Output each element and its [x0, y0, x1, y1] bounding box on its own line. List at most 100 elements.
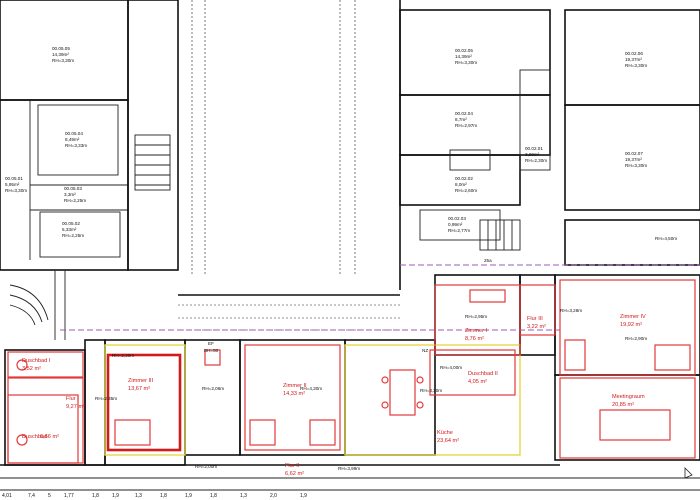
- room-name: Zimmer II: [283, 383, 307, 389]
- label-0204-area: 8,7m²: [455, 117, 467, 122]
- existing-room-labels: 00.05.05 14,39m² RH=3,30m 00.05.04 8,49m…: [5, 46, 647, 238]
- room-name: Zimmer III: [128, 378, 154, 384]
- scale-tick: 1,9: [185, 493, 192, 499]
- rh-label: RH=4,00m: [440, 365, 462, 370]
- room-area: 6,66 m²: [40, 434, 59, 440]
- label-0207-area: 19,37m²: [625, 157, 642, 162]
- label-0205-no: 00.02.05: [455, 48, 473, 53]
- room-area: 20,85 m²: [612, 402, 634, 408]
- label-0503-rh: RH=2,25m: [64, 198, 86, 203]
- label-0202-no: 00.02.02: [455, 176, 473, 181]
- courtyard-dimensions: [178, 0, 401, 331]
- label-0205-area: 14,39m²: [455, 54, 472, 59]
- nz-label: NZ: [422, 348, 428, 353]
- scale-tick: 1,3: [240, 493, 247, 499]
- walls-top-left: [0, 0, 179, 340]
- staircase-right: [479, 219, 521, 251]
- room-area: 3,52 m²: [22, 366, 41, 372]
- label-0201-rh: RH=2,30m: [525, 158, 547, 163]
- label-0206-area: 19,37m²: [625, 57, 642, 62]
- label-0501-no: 00.05.01: [5, 176, 23, 181]
- spiral-stair: [9, 270, 66, 340]
- rh-label: RH=2,90m: [625, 336, 647, 341]
- room-area: 6,62 m²: [285, 471, 304, 477]
- label-0203-area: 0,99m²: [448, 222, 463, 227]
- label-0505-rh: RH=3,30m: [52, 58, 74, 63]
- ef-label: EF: [208, 341, 214, 346]
- rh-label: RH=4,30m: [300, 386, 322, 391]
- scale-tick: 1,9: [300, 493, 307, 499]
- walls-top-right: [399, 9, 700, 266]
- scale-tick: 7,4: [28, 493, 35, 499]
- scale-tick: 1,8: [160, 493, 167, 499]
- scale-tick: 2,0: [270, 493, 277, 499]
- label-0202-rh: RH=2,60m: [455, 188, 477, 193]
- room-area: 13,67 m²: [128, 386, 150, 392]
- room-name: Duschbad: [22, 434, 47, 440]
- label-0201-no: 00.02.01: [525, 146, 543, 151]
- label-0206-no: 00.02.06: [625, 51, 643, 56]
- label-0502-no: 00.05.02: [62, 221, 80, 226]
- label-0501-area: 5,95m²: [5, 182, 20, 187]
- furniture: [16, 289, 691, 446]
- rh-label: RH=3,28m: [560, 308, 582, 313]
- room-area: 8,76 m²: [465, 336, 484, 342]
- misc-labels: RH=2,30m RH=4,50m RH=4,30m RH=2,35m RH=2…: [95, 236, 677, 471]
- new-layout-overlay: [7, 279, 696, 464]
- label-0504-area: 8,49m²: [65, 137, 80, 142]
- triangle-marker-icon: [684, 467, 693, 479]
- label-0503-no: 00.05.03: [64, 186, 82, 191]
- rh-label: RH=2,35m: [95, 396, 117, 401]
- label-0502-area: 5,33m²: [62, 227, 77, 232]
- room-area: 4,05 m²: [468, 379, 487, 385]
- label-0202-area: 8,0m²: [455, 182, 467, 187]
- scale-tick: 5: [48, 493, 51, 499]
- label-0504-rh: RH=3,33m: [65, 143, 87, 148]
- label-0204-no: 00.02.04: [455, 111, 473, 116]
- rh-label: RH=2,95m: [465, 314, 487, 319]
- h25-label: 25a: [484, 258, 492, 263]
- label-0206-rh: RH=3,30m: [625, 63, 647, 68]
- rh-label: RH=2,30m: [112, 353, 134, 358]
- room-name: Flur I: [66, 396, 79, 402]
- label-0207-rh: RH=3,30m: [625, 163, 647, 168]
- room-area: 9,27 m²: [66, 404, 85, 410]
- label-0502-rh: RH=2,25m: [62, 233, 84, 238]
- room-name: Flur III: [527, 316, 543, 322]
- bottom-scale: 4,01 7,4 5 1,77 1,8 1,9 1,3 1,8 1,9 1,8 …: [0, 489, 700, 499]
- new-room-labels: Duschbad I 3,52 m² Duschbad 6,66 m² Flur…: [22, 314, 646, 477]
- room-area: 14,33 m²: [283, 391, 305, 397]
- alignment-lines: [60, 264, 700, 331]
- rh-label: RH=4,50m: [655, 236, 677, 241]
- room-area: 19,92 m²: [620, 322, 642, 328]
- label-0204-rh: RH=2,97m: [455, 123, 477, 128]
- label-0503-area: 3,3m²: [64, 192, 76, 197]
- room-name: Duschbad II: [468, 371, 498, 377]
- scale-tick: 1,77: [64, 493, 74, 499]
- label-0203-no: 00.02.03: [448, 216, 466, 221]
- room-name: Meetingraum: [612, 394, 645, 400]
- rh-label: RH=2,06m: [202, 386, 224, 391]
- scale-tick: 1,9: [112, 493, 119, 499]
- label-0504-no: 00.05.04: [65, 131, 83, 136]
- room-name: Duschbad I: [22, 358, 51, 364]
- label-0205-rh: RH=3,30m: [455, 60, 477, 65]
- staircase: [134, 134, 171, 191]
- rh-label: RH=3,30m: [420, 388, 442, 393]
- rh-label: RH=3,99m: [338, 466, 360, 471]
- room-name: Zimmer I: [465, 328, 488, 334]
- label-0505-no: 00.05.05: [52, 46, 70, 51]
- label-0203-rh: RH=2,77m: [448, 228, 470, 233]
- room-name: Zimmer IV: [620, 314, 646, 320]
- label-0505-area: 14,39m²: [52, 52, 69, 57]
- scale-tick: 1,8: [210, 493, 217, 499]
- room-area: 3,22 m²: [527, 324, 546, 330]
- scale-tick: 1,3: [135, 493, 142, 499]
- rh-label: RH=2,00m: [195, 464, 217, 469]
- scale-tick: 1,8: [92, 493, 99, 499]
- label-0207-no: 00.02.07: [625, 151, 643, 156]
- label-0201-area: 3,99m²: [525, 152, 540, 157]
- room-area: 23,64 m²: [437, 438, 459, 444]
- scale-tick: 4,01: [2, 493, 12, 499]
